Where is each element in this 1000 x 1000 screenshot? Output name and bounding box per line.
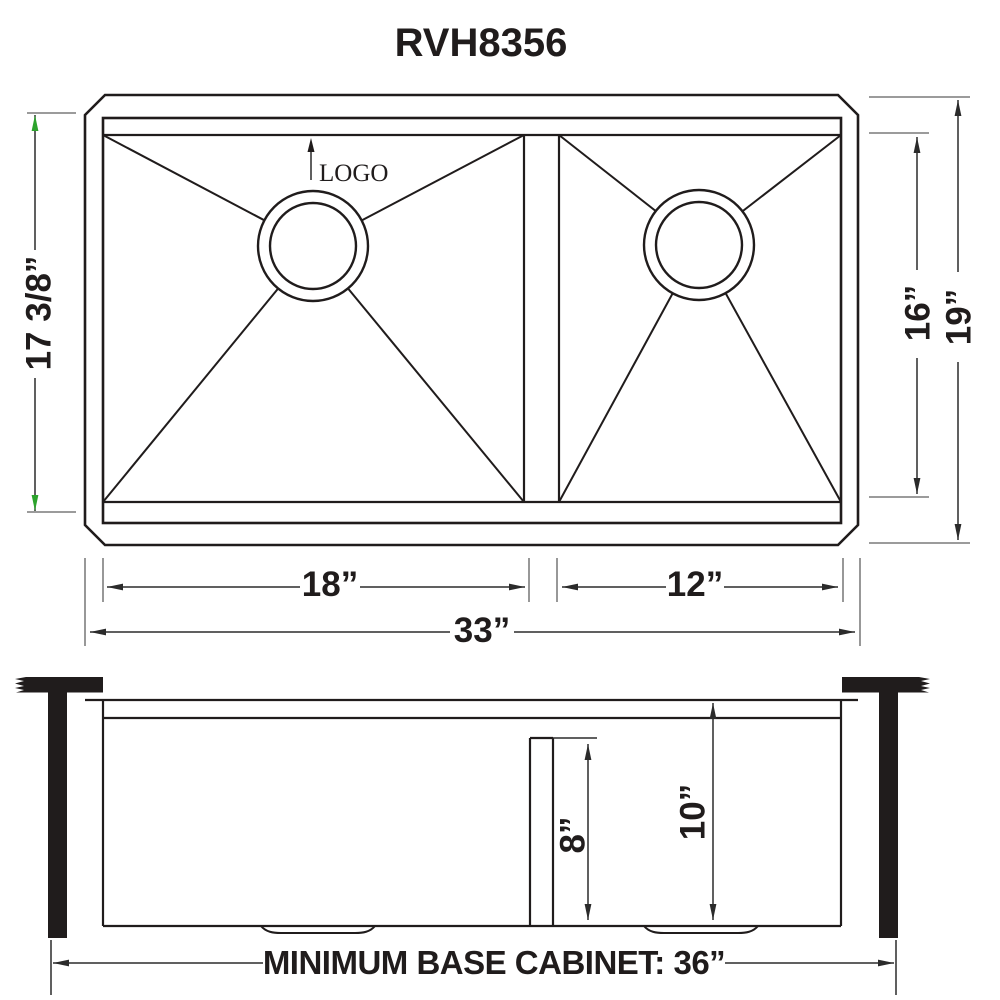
right-drain-recess xyxy=(643,925,759,934)
countertop-left xyxy=(15,677,103,693)
dim-label-33: 33” xyxy=(454,611,510,650)
dim-front-to-back: 17 3/8” xyxy=(19,115,58,511)
dim-base-cabinet: MINIMUM BASE CABINET: 36” xyxy=(50,940,897,995)
dim-label-8: 8” xyxy=(553,817,592,854)
dim-label-10: 10” xyxy=(673,784,712,840)
dim-bowl-front-to-back: 16” xyxy=(898,137,937,494)
side-view: 8” 10” MINIMUM BASE CABINET: 36” xyxy=(15,677,930,995)
sink-profile xyxy=(85,698,858,934)
dim-total-width: 33” xyxy=(90,611,855,650)
sink-outer-rim xyxy=(83,93,860,547)
logo-callout: LOGO xyxy=(307,138,388,187)
dim-left-bowl-width: 18” xyxy=(107,565,525,604)
countertop-right xyxy=(842,677,930,693)
dim-label-18: 18” xyxy=(302,565,358,604)
logo-label: LOGO xyxy=(319,160,388,187)
logo-arrow-head-icon xyxy=(307,138,315,152)
dim-bowl-depth: 10” xyxy=(673,703,717,920)
dim-label-16: 16” xyxy=(898,285,937,341)
top-view-dimensions: 17 3/8” 16” 19” 18” 12” xyxy=(19,96,978,650)
sink-inner-rim xyxy=(101,116,843,525)
dim-divider-depth: 8” xyxy=(553,737,597,920)
top-view: LOGO xyxy=(83,93,860,547)
dim-right-bowl-width: 12” xyxy=(562,565,838,604)
dim-label-19: 19” xyxy=(939,289,978,345)
right-drain xyxy=(642,188,756,302)
left-drain-recess xyxy=(260,925,376,934)
cabinet-wall-right xyxy=(879,692,898,938)
base-cabinet-note: MINIMUM BASE CABINET: 36” xyxy=(263,944,725,981)
dim-label-12: 12” xyxy=(667,565,723,604)
cabinet-wall-left xyxy=(48,692,67,938)
model-number-title: RVH8356 xyxy=(395,21,568,65)
left-drain xyxy=(256,189,370,303)
dim-label-17-3-8: 17 3/8” xyxy=(19,256,58,371)
dim-outer-front-to-back: 19” xyxy=(939,100,978,540)
